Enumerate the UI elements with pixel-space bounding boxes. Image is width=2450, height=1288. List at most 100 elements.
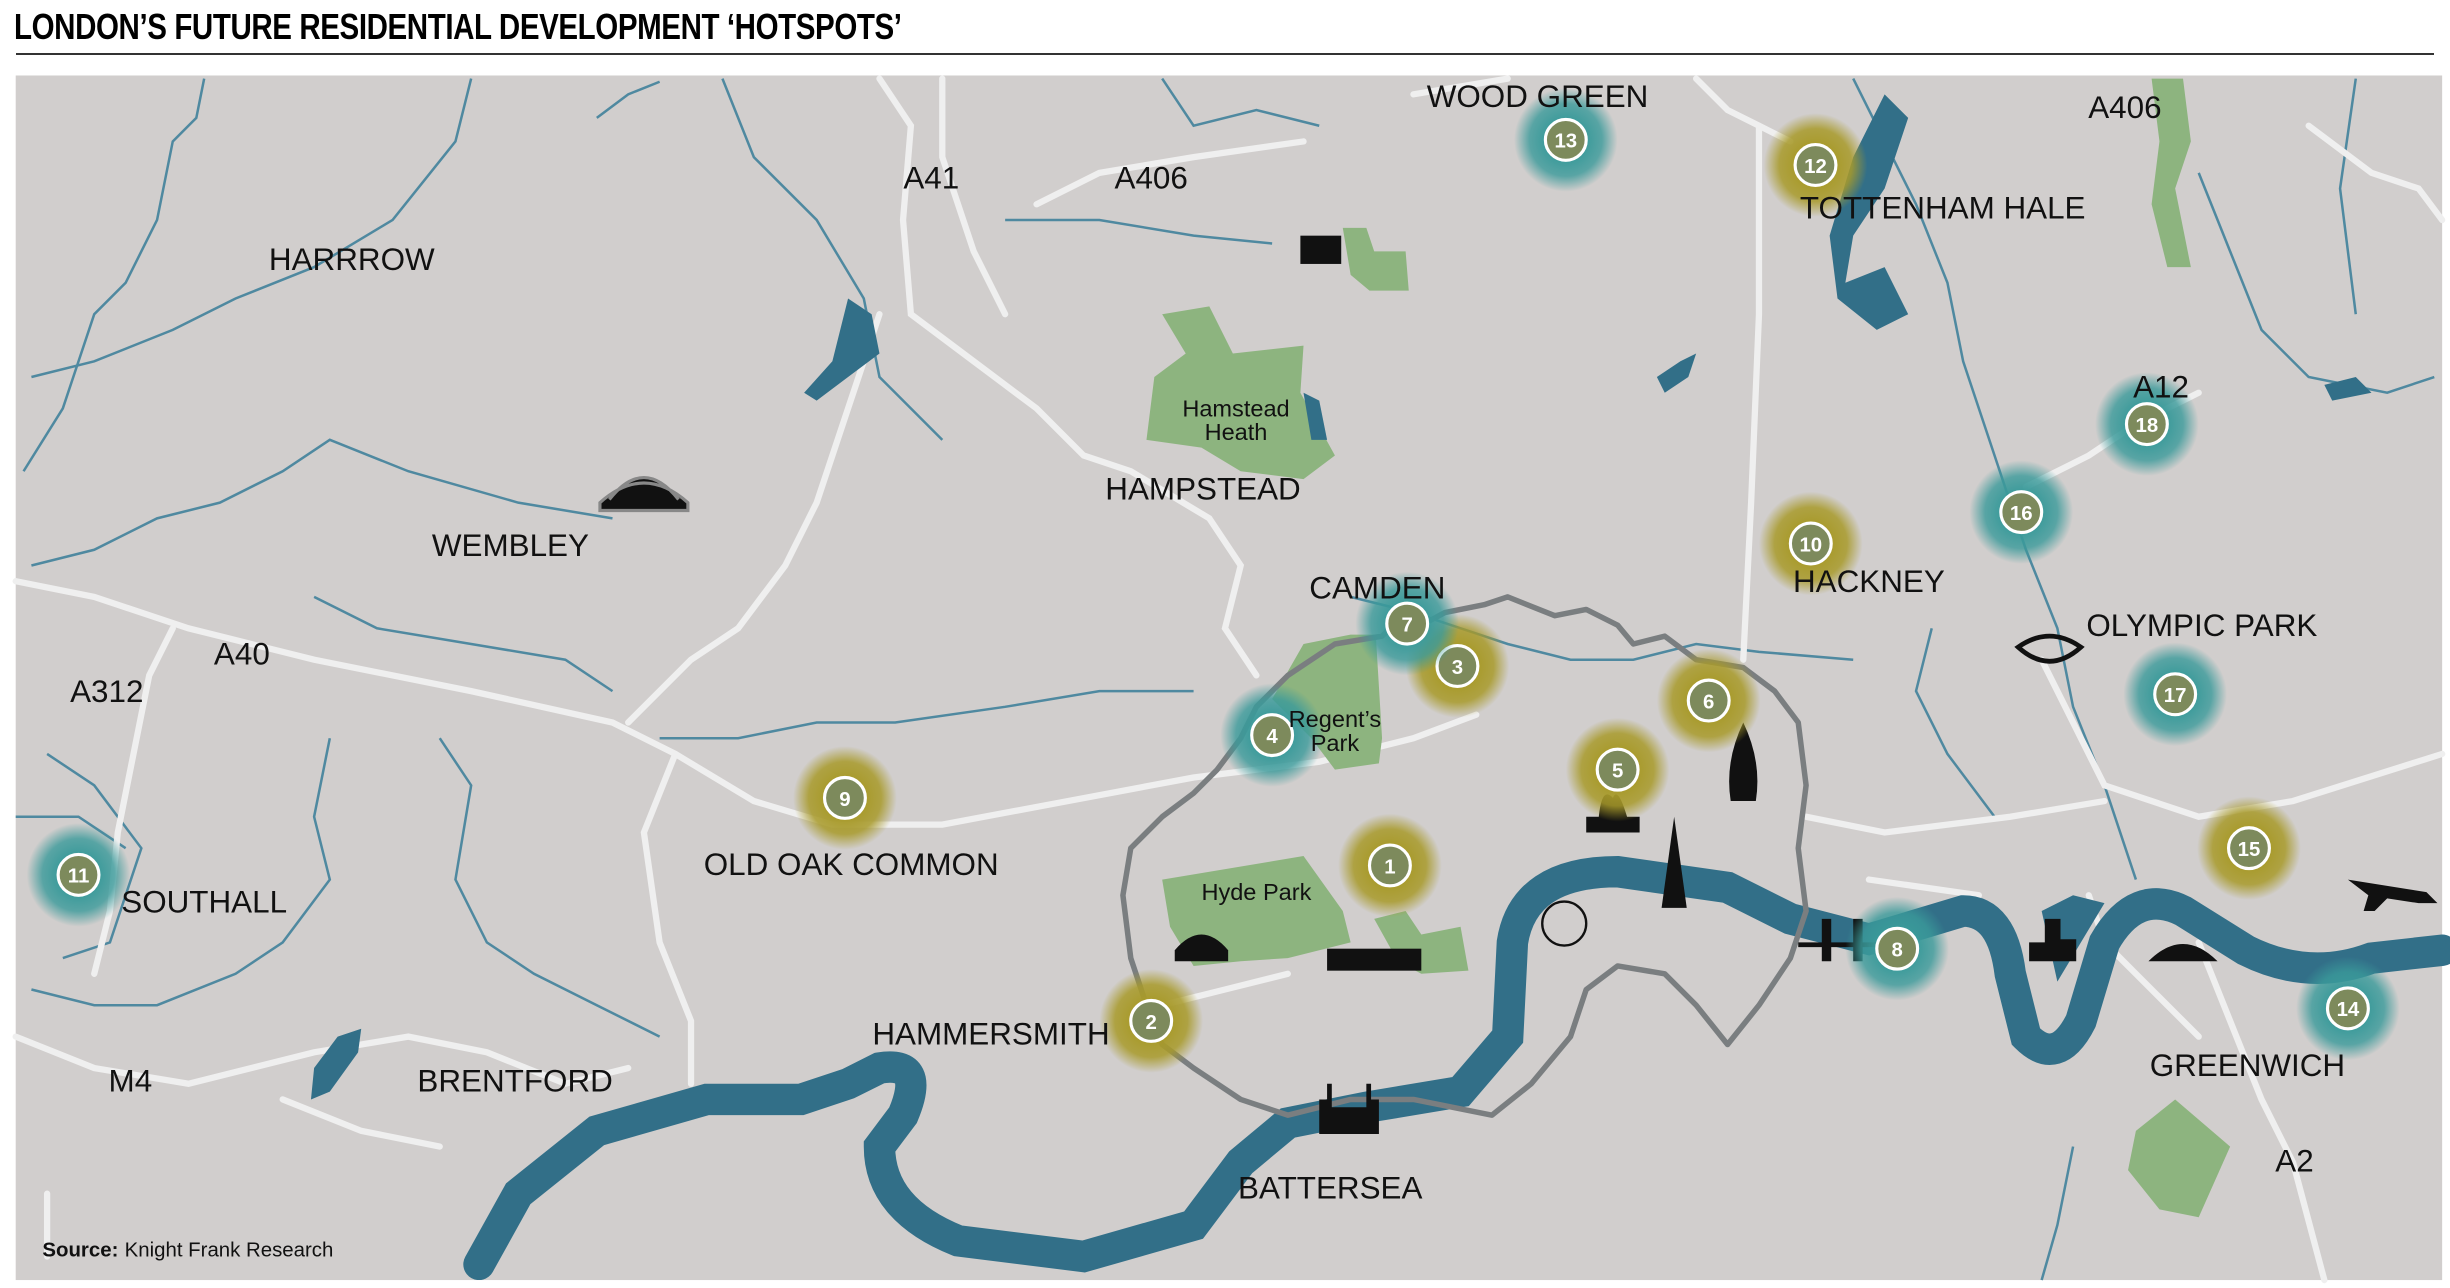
hotspot-17[interactable]: 17 [2123,642,2227,747]
o2-arena-icon [2148,943,2218,962]
hotspot-marker [822,775,867,820]
hotspot-marker [2124,402,2169,447]
hotspot-number: 12 [1804,156,1827,178]
label-a2: A2 [2275,1144,2313,1179]
label-hammersmith: HAMMERSMITH [872,1016,1109,1051]
hotspot-number: 3 [1452,657,1463,679]
hotspot-number: 15 [2238,839,2261,861]
canary-wharf-icon [2029,918,2077,962]
hotspot-marker [1999,490,2044,535]
label-brentford: BRENTFORD [417,1064,612,1099]
label-old-oak-common: OLD OAK COMMON [704,847,999,882]
hotspot-8[interactable]: 8 [1845,896,1950,1001]
hotspot-number: 2 [1146,1012,1157,1034]
hotspot-5[interactable]: 5 [1565,717,1670,822]
place-labels: WOOD GREEN A406 A41 A406 HARRROW TOTTENH… [70,79,2345,1206]
parks [1146,78,2231,1218]
hotspot-16[interactable]: 16 [1969,460,2074,564]
hotspot-marker [1686,678,1731,723]
source-text: Knight Frank Research [125,1240,334,1262]
hotspot-9[interactable]: 9 [793,746,897,850]
greenwich-park [2128,1099,2231,1218]
hotspot-13[interactable]: 13 [1513,88,1618,192]
hotspot-number: 17 [2164,685,2187,707]
battersea-power-station-icon [1319,1083,1379,1134]
hotspot-marker [1129,998,1174,1043]
hotspot-15[interactable]: 15 [2197,796,2301,900]
london-eye-icon [1541,900,1588,947]
hotspot-number: 16 [2010,503,2033,525]
hotspot-marker [1793,143,1838,187]
olympic-stadium-icon [2014,633,2085,664]
label-harrow: HARRROW [269,242,435,277]
hotspot-number: 8 [1891,940,1902,962]
hotspot-1[interactable]: 1 [1338,813,1442,918]
hotspot-number: 10 [1799,534,1822,556]
hotspot-6[interactable]: 6 [1656,648,1761,753]
source-note: Source: Knight Frank Research [42,1240,333,1262]
royal-albert-hall-icon [1174,934,1229,962]
label-hampstead-heath-1: Hamstead [1182,395,1289,421]
title-divider [16,53,2434,55]
hotspot-marker [2325,986,2370,1031]
label-a406-west: A406 [1115,161,1188,196]
hotspot-marker [1250,713,1295,758]
label-greenwich: GREENWICH [2150,1048,2345,1083]
hampstead-heath-park [1146,306,1335,480]
buckingham-palace-icon [1327,948,1422,971]
hotspot-12[interactable]: 12 [1763,113,1868,217]
label-battersea: BATTERSEA [1238,1170,1422,1205]
label-regents-park-1: Regent’s [1289,706,1382,732]
hotspot-marker [1595,747,1640,792]
label-hampstead-heath-2: Heath [1205,419,1268,445]
hotspot-marker [2153,672,2198,717]
hotspot-11[interactable]: 11 [26,823,131,927]
label-a12: A12 [2133,369,2189,404]
label-regents-park-2: Park [1311,730,1360,756]
hotspot-marker [1875,926,1920,971]
lea-valley-park [2151,78,2191,268]
hotspot-marker [1543,117,1588,162]
label-hyde-park: Hyde Park [1201,879,1311,905]
label-olympic-park: OLYMPIC PARK [2086,608,2317,643]
park-north [1342,227,1409,291]
river-thames [463,856,2450,1281]
label-wood-green: WOOD GREEN [1427,79,1649,114]
hotspot-7[interactable]: 7 [1355,571,1460,676]
label-hackney: HACKNEY [1793,564,1945,599]
hotspot-marker [1367,843,1412,888]
hotspot-marker [2226,826,2271,871]
hotspot-number: 6 [1703,691,1714,713]
source-label: Source: [42,1240,118,1262]
shard-icon [1661,816,1687,908]
hotspot-marker [1788,521,1833,566]
hotspot-14[interactable]: 14 [2296,956,2400,1061]
stadium-icon [598,475,690,513]
map-title: LONDON’S FUTURE RESIDENTIAL DEVELOPMENT … [14,6,902,47]
label-southall: SOUTHALL [121,885,287,920]
hotspot-18[interactable]: 18 [2095,372,2199,476]
hotspot-marker [56,852,101,897]
hotspot-number: 4 [1266,726,1278,748]
hotspot-number: 13 [1554,131,1577,153]
hotspot-number: 7 [1401,614,1412,636]
label-m4: M4 [109,1064,153,1099]
hotspot-number: 5 [1612,760,1623,782]
hotspot-10[interactable]: 10 [1758,491,1863,596]
hotspot-4[interactable]: 4 [1220,683,1324,787]
hotspot-number: 9 [839,789,850,811]
label-a312: A312 [70,674,143,709]
label-a406-east: A406 [2088,90,2161,125]
label-camden: CAMDEN [1309,570,1445,605]
hotspot-number: 18 [2136,415,2159,437]
hotspot-marker [1385,601,1430,646]
label-wembley: WEMBLEY [432,528,589,563]
label-a40: A40 [214,636,270,671]
hotspot-number: 14 [2337,999,2360,1021]
hotspot-2[interactable]: 2 [1099,969,1204,1073]
label-a41: A41 [903,161,959,196]
airplane-icon [2347,879,2438,911]
label-tottenham-hale: TOTTENHAM HALE [1800,190,2086,225]
